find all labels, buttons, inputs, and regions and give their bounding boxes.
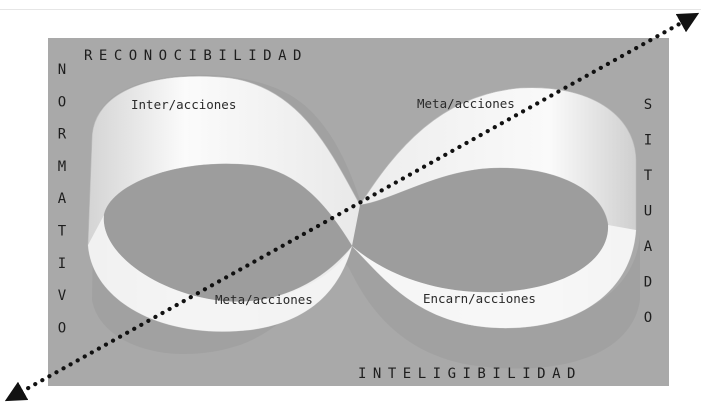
quadrant-top-left-label: Inter/acciones: [131, 97, 236, 112]
situado-letter: A: [644, 239, 653, 255]
situado-letter: O: [644, 310, 652, 326]
normativo-letter: I: [58, 256, 66, 272]
normativo-letter: O: [58, 320, 66, 336]
normativo-letter: N: [58, 62, 66, 78]
top-divider: [0, 9, 701, 10]
situado-letter: I: [644, 133, 652, 149]
diagonal-arrow: [4, 12, 700, 402]
normativo-letter: M: [58, 159, 66, 175]
quadrant-bottom-right-label: Encarn/acciones: [423, 291, 536, 306]
label-inteligibilidad: INTELIGIBILIDAD: [358, 366, 582, 382]
normativo-letter: V: [58, 288, 67, 304]
quadrant-bottom-left-label: Meta/acciones: [215, 292, 313, 307]
normativo-letter: R: [58, 127, 67, 143]
normativo-letter: A: [58, 191, 67, 207]
label-reconocibilidad: RECONOCIBILIDAD: [84, 48, 308, 64]
normativo-letter: T: [58, 224, 67, 240]
situado-letter: U: [644, 204, 652, 220]
normativo-letter: O: [58, 94, 66, 110]
situado-letter: T: [644, 168, 653, 184]
quadrant-top-right-label: Meta/acciones: [417, 96, 515, 111]
situado-letter: S: [644, 97, 652, 113]
label-situado: S I T U A D O: [644, 97, 653, 326]
situado-letter: D: [644, 275, 652, 291]
